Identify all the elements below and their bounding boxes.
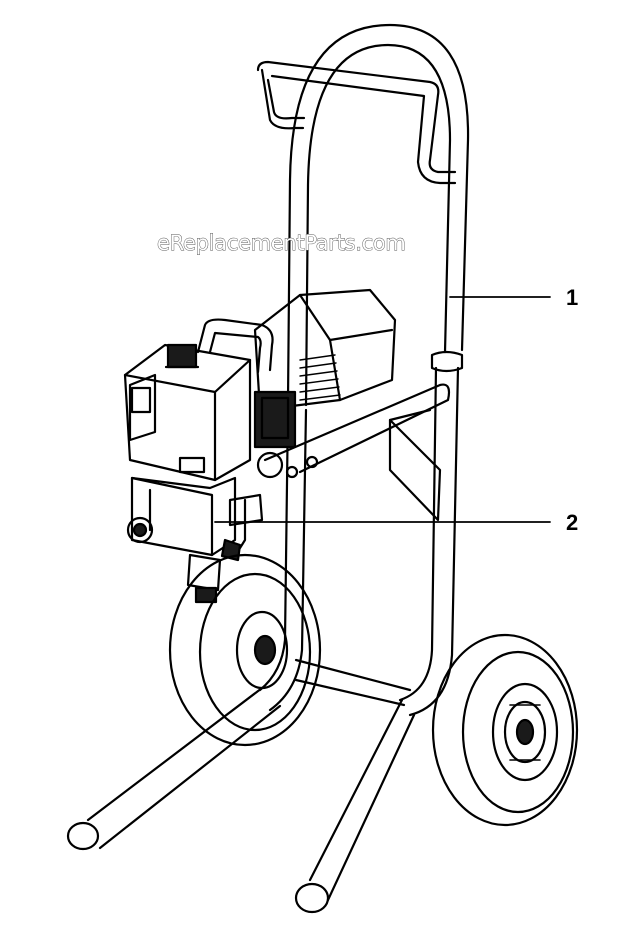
watermark-text: eReplacementParts.com	[157, 231, 406, 255]
cooling-fins	[299, 354, 341, 401]
wheel-left	[168, 553, 322, 747]
wheel-right	[431, 633, 579, 827]
pump-assembly	[123, 288, 397, 604]
callout-label-2: 2	[566, 510, 578, 535]
callout-label-1: 1	[566, 285, 578, 310]
cart-frame	[66, 23, 470, 914]
